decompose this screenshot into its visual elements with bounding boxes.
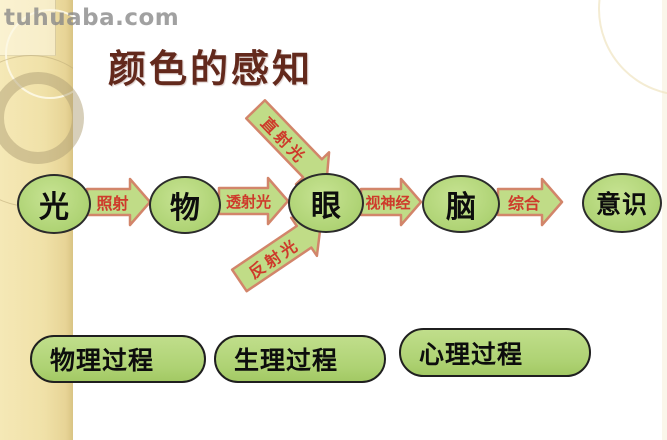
arrow-transmitted-light: 透射光 [217, 176, 290, 226]
arrow-irradiation: 照射 [85, 177, 152, 227]
arrow-reflected-light: 反射光 [227, 207, 334, 300]
right-arrow-icon [359, 177, 423, 227]
node-eye-label: 眼 [311, 189, 341, 224]
box-physical-process: 物理过程 [30, 335, 206, 383]
arrow-synthesis: 综合 [496, 177, 564, 227]
node-light-label: 光 [39, 190, 69, 225]
node-object: 物 [149, 176, 221, 234]
node-object-label: 物 [170, 191, 200, 226]
box-physiological-process: 生理过程 [214, 335, 386, 383]
right-arrow-icon [85, 177, 152, 227]
decor-right-strip [662, 0, 667, 440]
node-eye: 眼 [288, 173, 364, 233]
box-psychological-process: 心理过程 [399, 328, 591, 377]
arrow-optic-nerve-label: 视神经 [365, 193, 411, 212]
right-arrow-icon [217, 176, 290, 226]
arrow-transmitted-light-label: 透射光 [225, 192, 271, 211]
node-brain-label: 脑 [446, 190, 476, 225]
node-light: 光 [17, 174, 91, 234]
arrow-irradiation-label: 照射 [96, 194, 129, 213]
box-physiological-process-label: 生理过程 [234, 346, 339, 375]
node-consciousness: 意识 [582, 173, 662, 233]
right-arrow-icon [230, 216, 322, 293]
node-consciousness-label: 意识 [595, 190, 648, 219]
arrow-optic-nerve: 视神经 [359, 177, 423, 227]
decor-topright-arc [598, 0, 667, 96]
watermark-text: tuhuaba.com [4, 5, 180, 31]
box-physical-process-label: 物理过程 [50, 346, 155, 375]
page-title: 颜色的感知 [108, 46, 314, 91]
arrow-synthesis-label: 综合 [507, 194, 540, 213]
box-psychological-process-label: 心理过程 [419, 339, 524, 369]
right-arrow-icon [496, 177, 564, 227]
node-brain: 脑 [422, 175, 500, 233]
